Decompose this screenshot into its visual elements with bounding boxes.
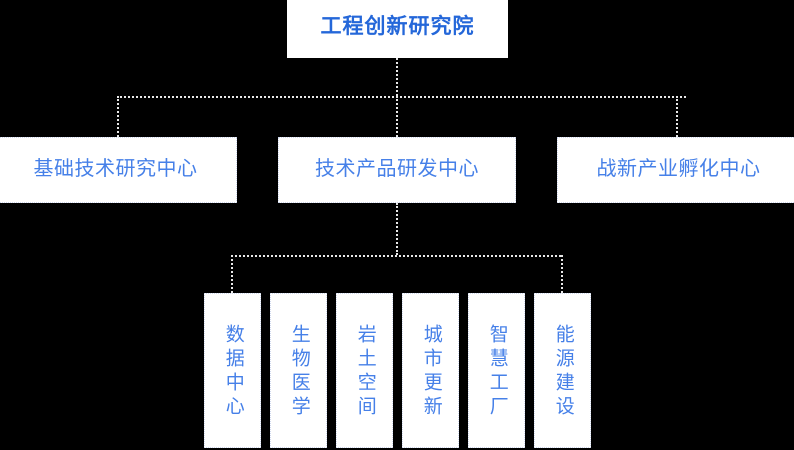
node-center-tech-product-rd[interactable]: 技术产品研发中心 bbox=[278, 137, 516, 203]
node-unit-energy-construction[interactable]: 能源建设 bbox=[534, 293, 591, 448]
node-center-label: 战新产业孵化中心 bbox=[596, 158, 761, 181]
node-unit-data-center[interactable]: 数据中心 bbox=[204, 293, 261, 448]
node-center-label: 技术产品研发中心 bbox=[315, 158, 479, 181]
node-center-basic-tech-research[interactable]: 基础技术研究中心 bbox=[0, 137, 237, 203]
connector-level3-drop-left bbox=[231, 255, 233, 293]
connector-level2-bus bbox=[117, 96, 686, 98]
node-unit-label: 城市更新 bbox=[420, 323, 442, 420]
connector-level2-drop-middle bbox=[396, 96, 398, 137]
node-center-label: 基础技术研究中心 bbox=[33, 158, 198, 181]
node-unit-biomedicine[interactable]: 生物医学 bbox=[270, 293, 327, 448]
node-root-institute[interactable]: 工程创新研究院 bbox=[287, 0, 508, 58]
connector-level3-drop-right bbox=[561, 255, 563, 293]
connector-level2-drop-left bbox=[117, 96, 119, 137]
node-unit-label: 能源建设 bbox=[552, 323, 574, 420]
connector-level3-stem bbox=[396, 203, 398, 255]
connector-level3-bus bbox=[231, 255, 561, 257]
connector-level2-drop-right bbox=[676, 96, 678, 137]
node-unit-label: 数据中心 bbox=[222, 323, 244, 420]
node-unit-label: 岩土空间 bbox=[354, 323, 376, 420]
node-unit-geotechnical-space[interactable]: 岩土空间 bbox=[336, 293, 393, 448]
node-center-strategic-industry-incubation[interactable]: 战新产业孵化中心 bbox=[557, 137, 794, 203]
node-root-label: 工程创新研究院 bbox=[320, 14, 475, 38]
node-unit-urban-renewal[interactable]: 城市更新 bbox=[402, 293, 459, 448]
node-unit-smart-factory[interactable]: 智慧工厂 bbox=[468, 293, 525, 448]
connector-root-stem bbox=[396, 58, 398, 96]
node-unit-label: 生物医学 bbox=[288, 323, 310, 420]
node-unit-label: 智慧工厂 bbox=[486, 323, 508, 420]
